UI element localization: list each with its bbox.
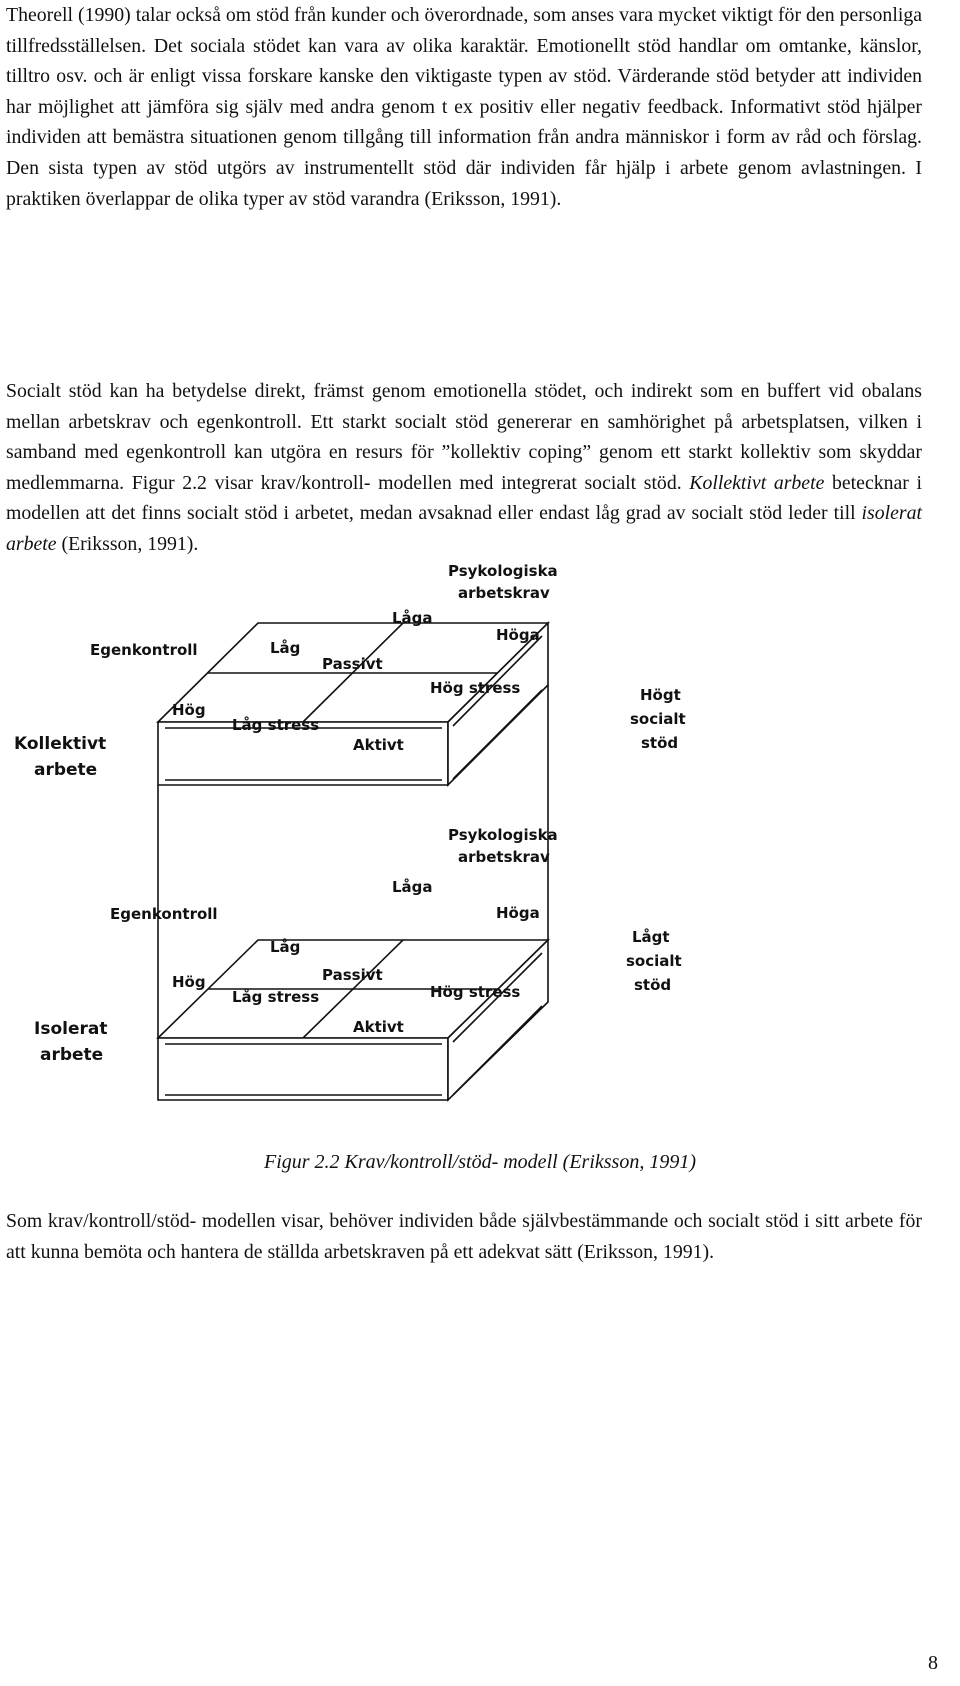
support-line2: socialt xyxy=(630,710,686,728)
support-line3: stöd xyxy=(634,976,671,994)
cell-low-stress: Låg stress xyxy=(232,988,319,1006)
top-block-labels: Psykologiska arbetskrav Låga Höga Egenko… xyxy=(14,562,686,780)
label-control-high: Hög xyxy=(172,973,206,991)
connector-lines xyxy=(157,685,549,1038)
cell-high-stress: Hög stress xyxy=(430,679,520,697)
cell-passive: Passivt xyxy=(322,655,383,673)
axis-control: Egenkontroll xyxy=(110,905,218,923)
paragraph-text-part: betecknar i modellen att det finns socia… xyxy=(6,471,923,525)
cell-low-stress: Låg stress xyxy=(232,716,319,734)
label-control-high: Hög xyxy=(172,701,206,719)
support-line2: socialt xyxy=(626,952,682,970)
figure-caption: Figur 2.2 Krav/kontroll/stöd- modell (Er… xyxy=(263,1151,696,1173)
paragraph-slutsats: Som krav/kontroll/stöd- modellen visar, … xyxy=(6,1210,922,1263)
bottom-block-right-face xyxy=(447,938,549,1102)
cell-high-stress: Hög stress xyxy=(430,983,520,1001)
work-line1: Kollektivt xyxy=(14,734,106,754)
paragraph-text-part: (Eriksson, 1991). xyxy=(56,532,199,555)
axis-demands-line2: arbetskrav xyxy=(458,848,550,866)
krav-kontroll-stod-figure: Psykologiska arbetskrav Låga Höga Egenko… xyxy=(14,562,686,1102)
work-line2: arbete xyxy=(34,760,97,780)
support-line1: Lågt xyxy=(632,928,670,946)
axis-demands-line1: Psykologiska xyxy=(448,826,558,844)
work-line2: arbete xyxy=(40,1045,103,1065)
label-control-low: Låg xyxy=(270,938,300,956)
bottom-block-front-face xyxy=(157,1037,449,1101)
label-demands-high: Höga xyxy=(496,904,540,922)
top-block xyxy=(156,621,550,787)
paragraph-text-part: Socialt stöd kan ha betydelse direkt, fr… xyxy=(6,380,922,494)
support-line1: Högt xyxy=(640,686,681,704)
label-demands-low: Låga xyxy=(392,609,433,627)
cell-passive: Passivt xyxy=(322,966,383,984)
top-block-right-inner xyxy=(452,689,543,780)
top-block-right-inner xyxy=(452,635,543,727)
cell-active: Aktivt xyxy=(353,736,404,754)
bottom-block-right-inner xyxy=(452,1005,543,1096)
label-demands-low: Låga xyxy=(392,878,433,896)
term-isolerat-arbete: isolerat arbete xyxy=(6,502,922,555)
axis-demands-line2: arbetskrav xyxy=(458,584,550,602)
work-line1: Isolerat xyxy=(34,1019,107,1039)
label-demands-high: Höga xyxy=(496,626,540,644)
bottom-block-labels: Psykologiska arbetskrav Låga Höga Egenko… xyxy=(34,826,682,1065)
support-line3: stöd xyxy=(641,734,678,752)
bottom-block xyxy=(156,938,550,1102)
paragraph-socialt-stod: Socialt stöd kan ha betydelse direkt, fr… xyxy=(6,376,922,560)
paragraph-stod-typer: Theorell (1990) talar också om stöd från… xyxy=(6,4,922,210)
bottom-block-right-inner xyxy=(452,952,543,1043)
cell-active: Aktivt xyxy=(353,1018,404,1036)
axis-control: Egenkontroll xyxy=(90,641,198,659)
page-number: 8 xyxy=(928,1652,938,1674)
axis-demands-line1: Psykologiska xyxy=(448,562,558,580)
term-kollektivt-arbete: Kollektivt arbete xyxy=(689,471,825,494)
label-control-low: Låg xyxy=(270,639,300,657)
